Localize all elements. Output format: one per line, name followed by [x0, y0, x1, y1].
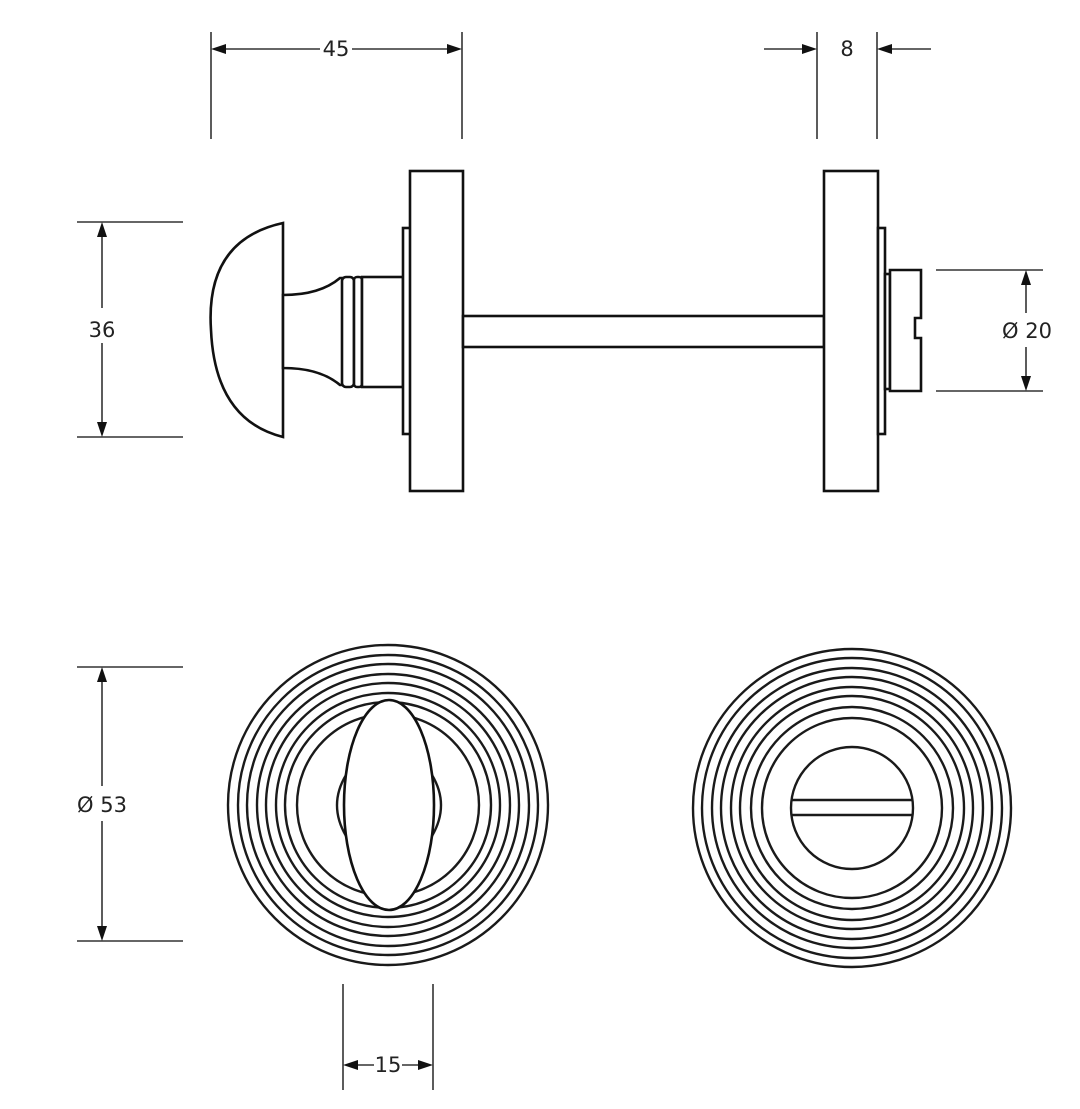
knob-neck	[281, 276, 346, 387]
release-disc	[888, 268, 923, 393]
dim-label-rose-diameter: Ø 53	[77, 793, 127, 817]
neck-ring-1	[340, 275, 356, 389]
side-elevation	[209, 169, 923, 493]
collar	[360, 275, 405, 389]
dim-label-release-diameter: Ø 20	[1002, 319, 1052, 343]
dimension-d53: Ø 53	[77, 666, 183, 942]
reeded-rose-left	[226, 643, 550, 967]
dim-label-knob-height: 36	[89, 318, 116, 342]
dim-label-turn-width: 15	[375, 1053, 402, 1077]
dim-label-depth: 45	[323, 37, 350, 61]
release-disc-face	[789, 745, 915, 871]
front-turn-view	[226, 643, 550, 967]
turn-base-lobe-right	[430, 774, 443, 837]
inner-rose	[408, 169, 465, 493]
oval-turn	[342, 698, 436, 912]
turn-knob	[209, 221, 285, 439]
dimension-45: 45	[210, 32, 463, 139]
dimension-36: 36	[77, 221, 183, 438]
outer-rose	[822, 169, 880, 493]
reeded-rose-right	[691, 647, 1013, 969]
dimension-d20: Ø 20	[936, 269, 1052, 392]
turn-base-lobe-left	[335, 774, 348, 837]
spindle	[461, 314, 826, 349]
dimension-8: 8	[764, 32, 931, 139]
front-release-view	[691, 647, 1013, 969]
dim-label-rose-thickness: 8	[840, 37, 853, 61]
dimension-15: 15	[342, 984, 434, 1090]
